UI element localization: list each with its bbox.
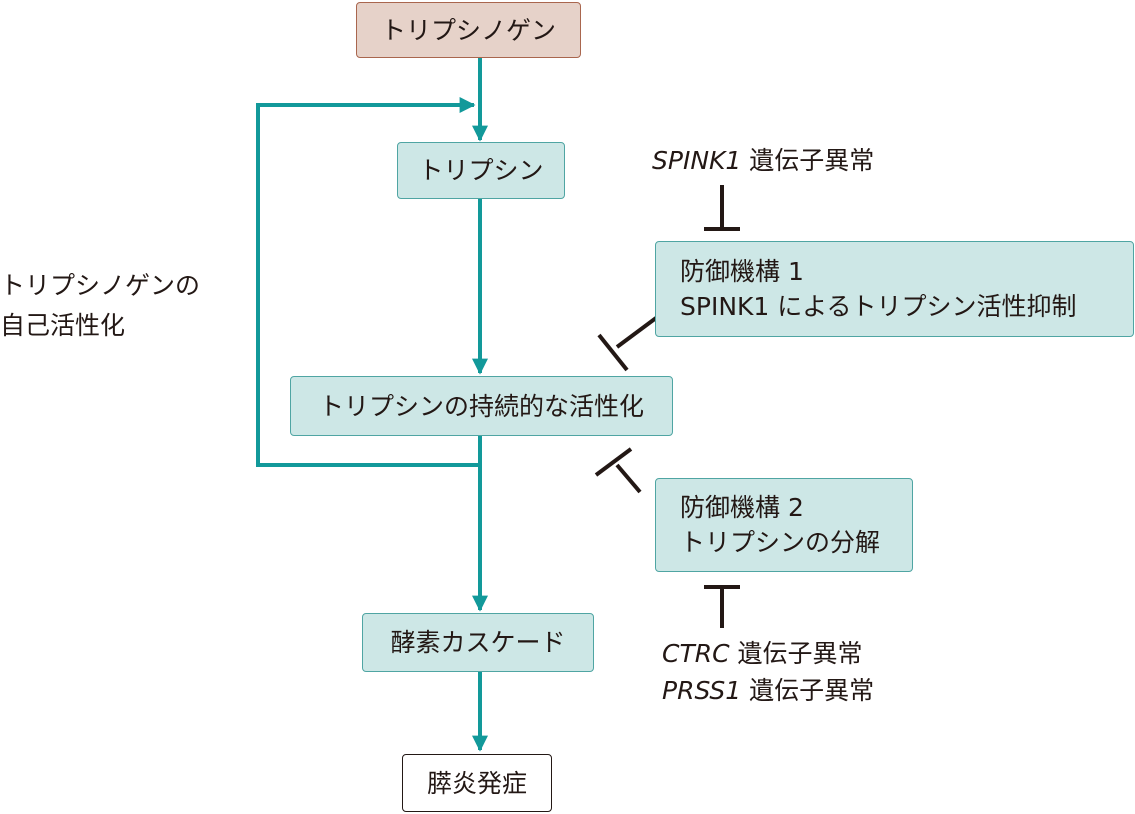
defense-mechanism-2-desc: トリプシンの分解 (680, 528, 881, 557)
trypsin-node: トリプシン (397, 142, 565, 199)
spink1-gene-name: SPINK1 (652, 146, 742, 175)
inhibit-defense2-bar (594, 447, 633, 477)
ctrc-gene-name: CTRC (662, 639, 730, 668)
ctrc-gene-suffix: 遺伝子異常 (729, 639, 863, 668)
sustained-activation-node: トリプシンの持続的な活性化 (290, 376, 673, 436)
defense-mechanism-2-node: 防御機構 2 トリプシンの分解 (655, 478, 913, 572)
enzyme-cascade-label: 酵素カスケード (390, 628, 566, 657)
trypsinogen-node: トリプシノゲン (356, 2, 581, 58)
trypsin-label: トリプシン (418, 156, 544, 185)
autoactivation-label: トリプシノゲンの 自己活性化 (0, 266, 200, 346)
inhibit-defense1-bar (597, 333, 629, 372)
defense-mechanism-2-title: 防御機構 2 (680, 493, 804, 522)
autoactivation-label-line1: トリプシノゲンの (0, 271, 201, 300)
trypsinogen-label: トリプシノゲン (380, 15, 556, 45)
ctrc-gene-label: CTRC 遺伝子異常 (662, 641, 863, 666)
prss1-gene-suffix: 遺伝子異常 (741, 676, 875, 705)
sustained-activation-label: トリプシンの持続的な活性化 (318, 391, 644, 421)
defense-mechanism-1-title: 防御機構 1 (680, 257, 804, 286)
spink1-gene-label: SPINK1 遺伝子異常 (652, 148, 874, 173)
autoactivation-label-line2: 自己活性化 (0, 311, 126, 340)
defense-mechanism-1-desc: SPINK1 によるトリプシン活性抑制 (680, 292, 1077, 321)
spink1-gene-suffix: 遺伝子異常 (741, 146, 875, 175)
prss1-gene-label: PRSS1 遺伝子異常 (662, 678, 874, 703)
pancreatitis-onset-node: 膵炎発症 (402, 754, 552, 812)
inhibit-defense2-stem (615, 463, 642, 494)
defense-mechanism-1-node: 防御機構 1 SPINK1 によるトリプシン活性抑制 (655, 241, 1134, 337)
enzyme-cascade-node: 酵素カスケード (362, 613, 594, 672)
inhibit-defense1-stem (615, 316, 658, 349)
autoactivation-loop-arrow (256, 97, 480, 467)
prss1-gene-name: PRSS1 (662, 676, 742, 705)
pancreatitis-onset-label: 膵炎発症 (426, 768, 527, 798)
